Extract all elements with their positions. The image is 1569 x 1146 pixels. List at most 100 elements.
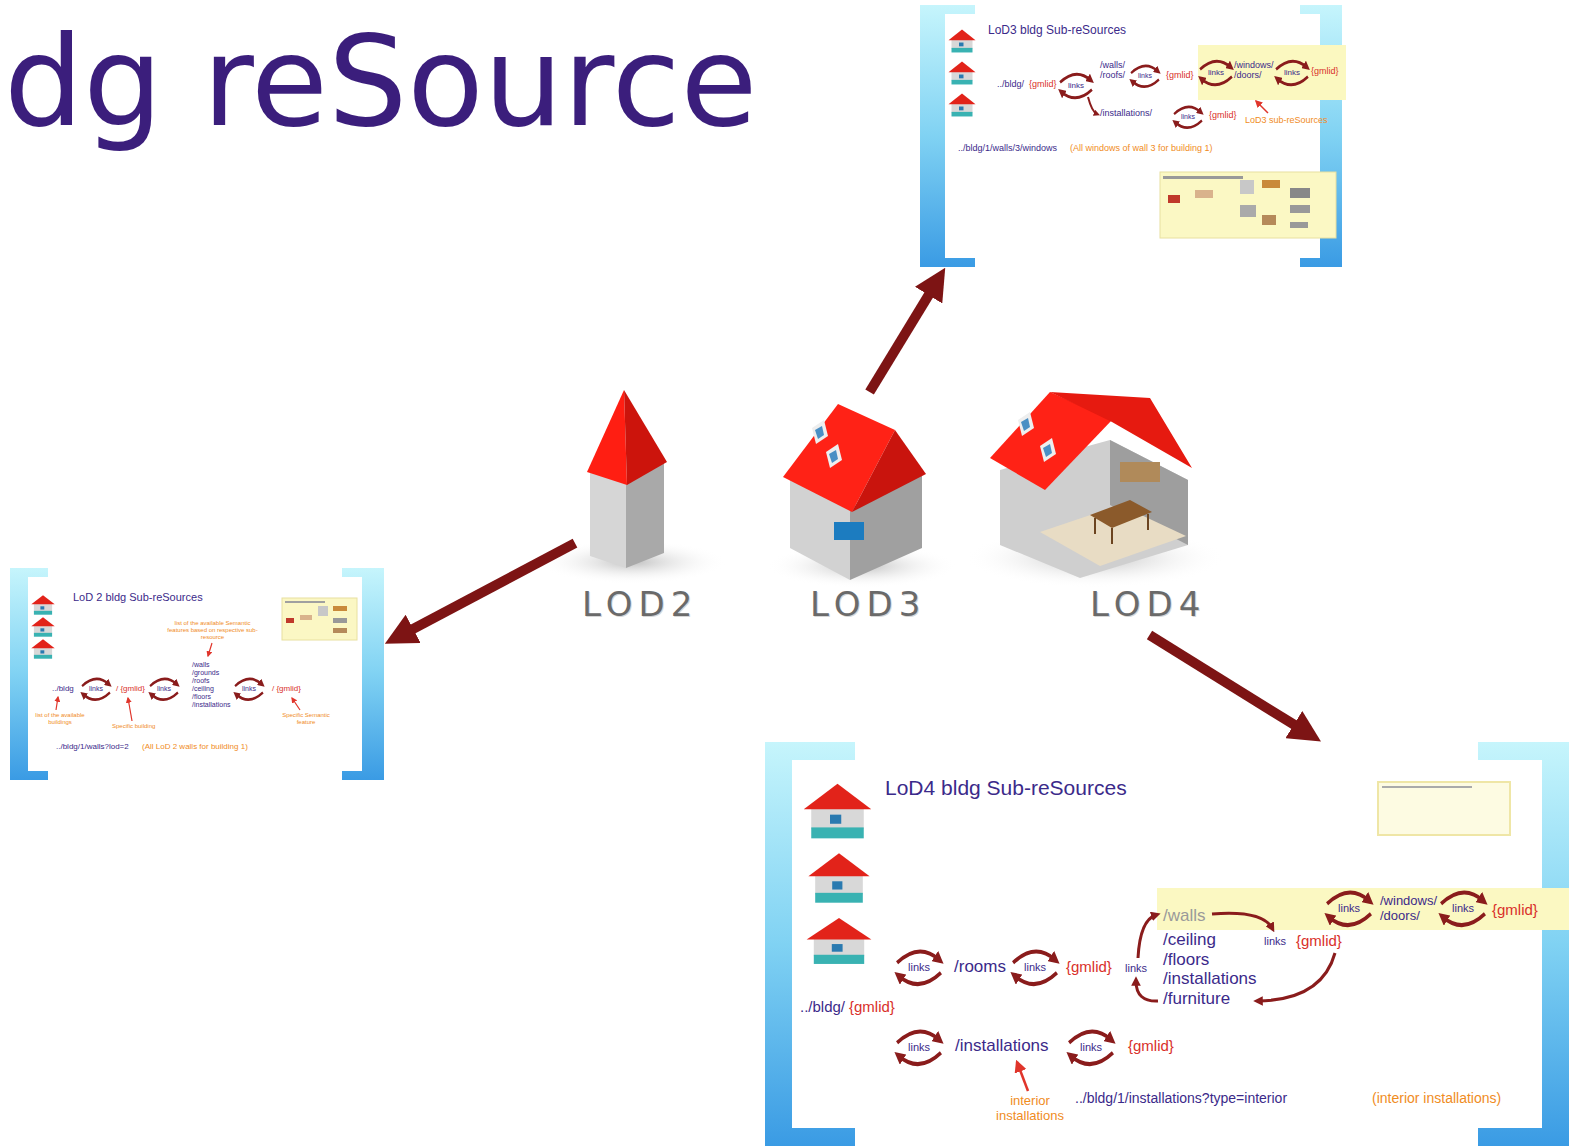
label-text: /walls [1163,906,1206,926]
dormer [826,444,842,468]
label-text: {gmlid} [849,998,895,1015]
thumbnail-bit [285,601,325,603]
lod4-house [990,392,1192,578]
thumbnail-bit [1382,786,1472,788]
links-cycle [1013,951,1057,984]
thumbnail-bit [333,618,347,623]
highlight-band: /walls links/windows/ /doors/links {gmlid} [1157,888,1569,930]
links-cycle [1327,892,1371,925]
label-text: links [157,685,171,693]
label-text: /walls /grounds /roofs /ceiling /floors … [192,661,236,709]
highlight-band-fill [1198,45,1346,100]
dormer-window [829,450,838,463]
label-text: {gmlid} [1311,66,1339,76]
thumbnail-bit [1240,205,1256,217]
thumbnail-bit [1262,215,1276,225]
thumbnail-bit [300,615,312,620]
thumbnail [1378,782,1510,835]
label-text: ../bldg/1/installations?type=interior [1075,1090,1287,1106]
label-text: links [1024,961,1046,974]
house-icon [804,784,872,839]
house-roof [852,430,926,512]
links-cycle [897,1031,941,1064]
links-cycle [1441,892,1485,925]
thumbnail-frame [282,598,357,640]
label-text: links [1338,902,1360,915]
label-text: ../bldg/ [800,998,845,1015]
label-text: ../bldg/ [997,79,1024,89]
label-text: {gmlid} [1209,110,1237,120]
house-roof [587,390,627,485]
panel-bracket [920,5,975,267]
label-text: {gmlid} [1029,79,1057,89]
highlight-band: links/windows/ /doors/links{gmlid} [1198,45,1346,100]
sub-resource-panel: LoD 2 bldg Sub-reSourceslist of the avai… [10,568,384,780]
label-text: links [1208,68,1224,77]
house-icon [949,94,976,117]
flow-arrow [1136,981,1158,1001]
thumbnail-bit [333,606,347,611]
thumbnail-bit [333,628,347,633]
label-text: {gmlid} [1492,901,1538,918]
links-cycle [1174,107,1202,128]
links-cycle [82,679,110,700]
house-icon [949,30,976,53]
thumbnail-bit [1168,195,1180,203]
label-text: /installations/ [1100,108,1152,118]
thumbnail-bit [286,618,294,623]
label-text: links [1452,902,1474,915]
label-text: ../bldg/1/walls/3/windows [958,143,1057,153]
dormer [1018,412,1034,436]
house-icon [808,853,869,902]
label-text: LoD3 bldg Sub-reSources [988,24,1126,38]
label-text: LOD2 [582,585,698,624]
thumbnail [282,598,357,640]
links-cycle [1069,1031,1113,1064]
highlight-band-fill [1157,888,1569,930]
label-text: LOD4 [1090,585,1206,624]
furniture [1094,518,1096,534]
annotation-arrow [128,698,132,721]
links-cycle [1276,61,1308,85]
annotation-arrow [1017,1062,1028,1091]
label-text: LoD4 bldg Sub-reSources [885,776,1127,800]
thumbnail-bit [1290,188,1310,198]
thumbnail-frame [1378,782,1510,835]
thumbnail-bit [318,606,328,616]
label-text: LOD3 [810,585,926,624]
thumbnail-bit [1240,180,1254,194]
flow-arrow [1138,915,1156,958]
arrow-connector [412,543,575,629]
page-title: dg reSource [4,13,757,151]
links-cycle [1060,74,1092,98]
house-figure: LOD2 [575,390,720,635]
flow-arrow [1212,913,1272,928]
dormer-window [1021,418,1030,431]
label-text: links [1264,935,1286,948]
label-text: links [1080,1041,1102,1054]
lod2-house [587,390,667,568]
label-text: (All windows of wall 3 for building 1) [1070,143,1213,153]
thumbnail [1160,172,1336,238]
label-text: /windows/ /doors/ [1380,894,1442,924]
label-text: / {gmlid} [116,684,145,693]
house-roof [1050,392,1192,468]
dormer [1040,438,1056,462]
thumbnail-frame [1160,172,1336,238]
annotation-arrow [56,697,58,710]
arrow-connector [1150,635,1295,725]
furniture [1120,462,1160,482]
label-text: list of the available Semantic features … [165,620,260,641]
links-cycle [150,679,178,700]
sub-resource-panel: LoD3 bldg Sub-reSources ../bldg/ {gmlid} li… [920,5,1349,267]
house-figure: LOD3 [780,392,940,635]
flow-arrow [1088,97,1097,114]
label-text: {gmlid} [1066,958,1112,975]
label-text: list of the available buildings [30,712,90,726]
label-text: links [1181,113,1195,121]
thumbnail-bit [1163,176,1243,179]
house-icon [949,62,976,85]
label-text: links [908,961,930,974]
